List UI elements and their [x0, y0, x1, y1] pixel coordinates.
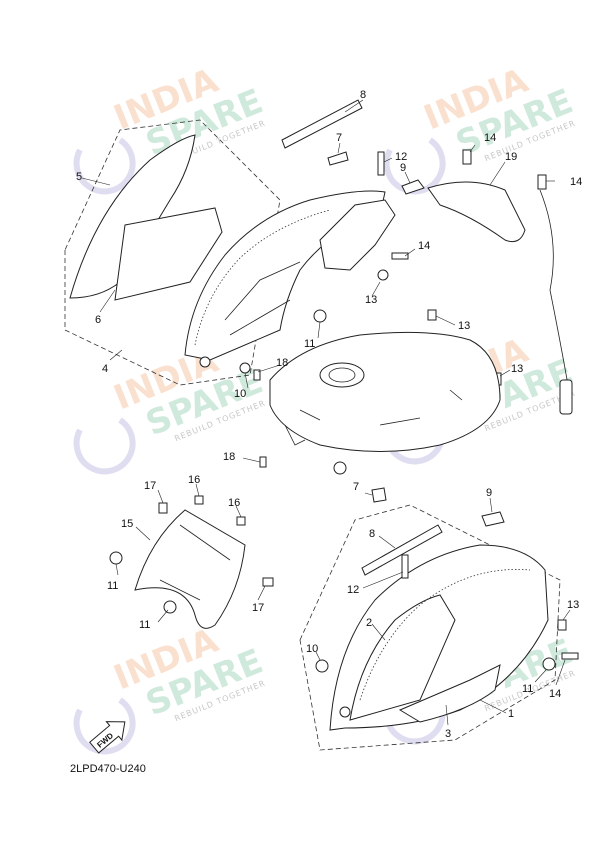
- callout-18: 18: [276, 357, 288, 369]
- bracket-mount: [319, 199, 396, 271]
- pin-part-12: [377, 151, 385, 176]
- bolt-part-14: [462, 149, 472, 165]
- callout-labels: 5 6 4 8 7 12 9 14 19 14 14 13 13 13 11 1…: [76, 89, 582, 740]
- screw-part-17: [158, 502, 168, 514]
- assembly-boundary-upper: [64, 119, 281, 386]
- callout-13: 13: [511, 363, 523, 375]
- watermark-logo-mark: [73, 697, 136, 755]
- bolt-part-14: [537, 174, 547, 190]
- clip-part-7: [371, 487, 387, 503]
- callout-4: 4: [102, 363, 108, 375]
- callout-17: 17: [252, 602, 264, 614]
- callout-9: 9: [400, 162, 406, 174]
- callout-5: 5: [76, 171, 82, 183]
- callout-11: 11: [304, 338, 315, 350]
- clip-part-7: [327, 151, 349, 166]
- callout-14: 14: [570, 176, 582, 188]
- callout-13: 13: [458, 320, 470, 332]
- side-cover-seam: [194, 209, 331, 346]
- cover-mount-hole: [339, 706, 351, 718]
- callout-8: 8: [369, 528, 375, 540]
- callout-13: 13: [365, 294, 377, 306]
- collar-part-10: [315, 659, 329, 673]
- tank-mount-damper: [333, 461, 347, 475]
- screw-part-17: [262, 577, 274, 587]
- bolt-part-14: [561, 652, 579, 660]
- tank-filler-ring: [328, 367, 356, 383]
- callout-3: 3: [445, 728, 451, 740]
- pad-part-9: [481, 511, 505, 527]
- side-cover-detail: [224, 261, 301, 336]
- watermark-logo-mark: [73, 137, 136, 195]
- tank-bracket: [284, 424, 306, 446]
- bracket-part-19: [427, 181, 526, 243]
- nut-part-16: [194, 495, 204, 505]
- callout-14: 14: [418, 240, 430, 252]
- callout-7: 7: [353, 481, 359, 493]
- tank-body: [269, 331, 501, 452]
- callout-6: 6: [95, 314, 101, 326]
- nut-part-16: [236, 516, 246, 526]
- callout-11: 11: [522, 683, 533, 695]
- callout-14: 14: [549, 688, 561, 700]
- callout-19: 19: [505, 151, 517, 163]
- grommet-part-13: [377, 269, 389, 281]
- damper-part-11: [313, 309, 327, 323]
- screw-part-18: [253, 369, 261, 381]
- collar-part-10: [239, 362, 251, 374]
- cable-line: [539, 189, 569, 386]
- callout-10: 10: [306, 643, 318, 655]
- leader-lines: [81, 99, 571, 726]
- callout-12: 12: [395, 151, 407, 163]
- callout-15: 15: [121, 518, 133, 530]
- graphic-part-2: [349, 594, 456, 721]
- bolt-part-14: [391, 252, 409, 260]
- callout-13: 13: [567, 599, 579, 611]
- callout-16: 16: [188, 474, 200, 486]
- callout-12: 12: [347, 584, 359, 596]
- callout-9: 9: [486, 487, 492, 499]
- callout-14: 14: [484, 132, 496, 144]
- grommet-part-13: [427, 309, 437, 321]
- shroud-detail: [159, 524, 231, 601]
- tank-filler-cap: [319, 362, 365, 388]
- tank-detail: [299, 389, 463, 426]
- pin-part-12: [401, 554, 409, 579]
- damper-part-11: [542, 657, 556, 671]
- callout-8: 8: [360, 89, 366, 101]
- graphic-part-3: [398, 664, 501, 723]
- fwd-arrow-icon: [89, 721, 126, 754]
- callout-7: 7: [336, 132, 342, 144]
- strip-part-8: [281, 99, 363, 149]
- callout-17: 17: [144, 480, 156, 492]
- strip-part-8: [361, 524, 443, 576]
- damper-part-11: [163, 600, 177, 614]
- screw-part-18: [259, 456, 267, 468]
- cover-mount-hole: [199, 356, 211, 368]
- watermark-logo-mark: [73, 417, 136, 475]
- lower-right-cover-assembly: [299, 487, 579, 751]
- callout-11: 11: [139, 619, 150, 631]
- callout-16: 16: [228, 497, 240, 509]
- callout-10: 10: [234, 388, 246, 400]
- callout-11: 11: [107, 580, 118, 592]
- cable-end: [559, 379, 573, 415]
- grommet-part-13: [557, 619, 567, 631]
- upper-cover-assembly: [64, 119, 396, 386]
- shroud-part-15: [134, 509, 246, 629]
- sticker-part-6: [114, 207, 223, 301]
- callout-18: 18: [223, 451, 235, 463]
- callout-1: 1: [508, 708, 514, 720]
- damper-part-11: [109, 551, 123, 565]
- diagram-code: 2LPD470-U240: [70, 763, 146, 775]
- pad-part-9: [401, 179, 425, 195]
- watermark-logo-mark: [383, 137, 446, 195]
- upper-small-parts: [239, 99, 573, 415]
- callout-2: 2: [366, 617, 372, 629]
- fuel-tank: [269, 331, 501, 475]
